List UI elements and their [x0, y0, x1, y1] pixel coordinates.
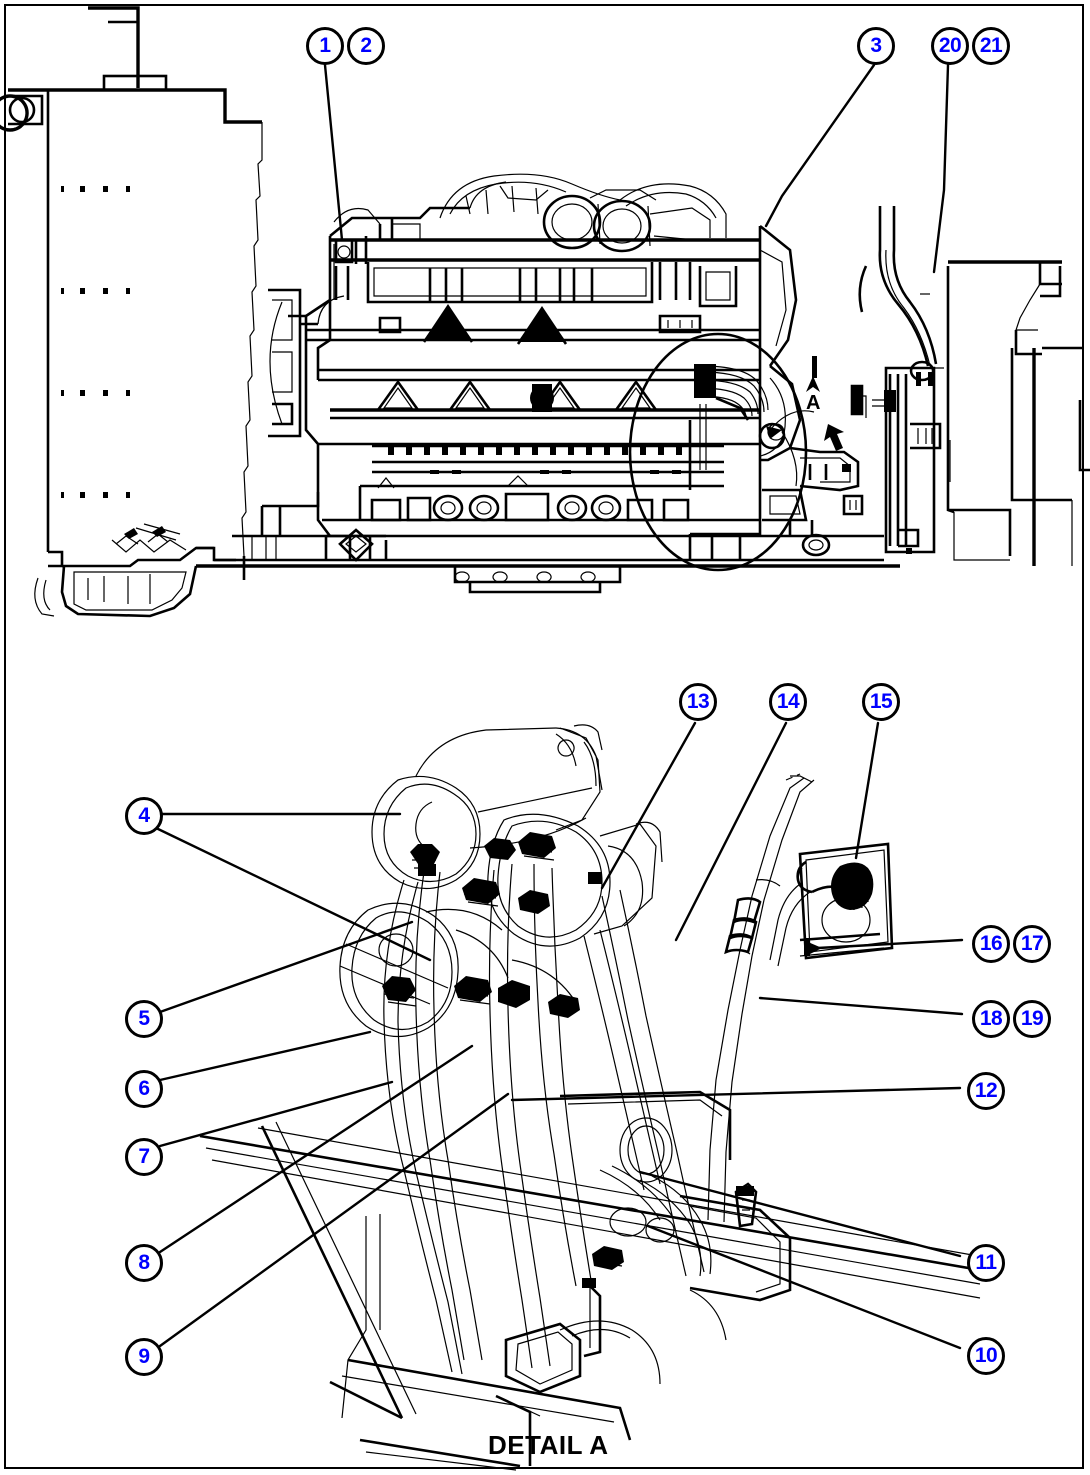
battery-cable-harness	[383, 863, 712, 1375]
callout-12[interactable]: 12	[967, 1072, 1005, 1110]
engine-block	[268, 173, 864, 537]
callout-8[interactable]: 8	[125, 1244, 163, 1282]
leader-lines-main	[323, 63, 950, 274]
leader-lines-detail	[154, 721, 964, 1350]
callout-3[interactable]: 3	[857, 27, 895, 65]
callout-18[interactable]: 18	[972, 1000, 1010, 1038]
callout-16[interactable]: 16	[972, 925, 1010, 963]
callout-9[interactable]: 9	[125, 1338, 163, 1376]
callout-11[interactable]: 11	[967, 1244, 1005, 1282]
callout-4[interactable]: 4	[125, 797, 163, 835]
callout-5[interactable]: 5	[125, 1000, 163, 1038]
detail-a-section-circle	[628, 332, 808, 572]
alternator-assembly	[339, 902, 580, 1038]
detail-engine-structure	[504, 1090, 792, 1394]
detail-a-caption: DETAIL A	[488, 1430, 609, 1460]
right-enclosure-panel	[854, 206, 1090, 566]
starter-motor	[371, 724, 663, 947]
callout-2[interactable]: 2	[347, 27, 385, 65]
callout-15[interactable]: 15	[862, 683, 900, 721]
callout-17[interactable]: 17	[1013, 925, 1051, 963]
callout-19[interactable]: 19	[1013, 1000, 1051, 1038]
callout-21[interactable]: 21	[972, 27, 1010, 65]
callout-20[interactable]: 20	[931, 27, 969, 65]
engine-base-frame	[196, 492, 900, 594]
callout-7[interactable]: 7	[125, 1138, 163, 1176]
ground-terminal-plate	[707, 773, 894, 1223]
callout-1[interactable]: 1	[306, 27, 344, 65]
section-arrow-markers	[766, 356, 864, 487]
detail-frame-rails	[199, 1121, 981, 1471]
callout-6[interactable]: 6	[125, 1070, 163, 1108]
callout-13[interactable]: 13	[679, 683, 717, 721]
callout-10[interactable]: 10	[967, 1337, 1005, 1375]
callout-14[interactable]: 14	[769, 683, 807, 721]
radiator-assembly	[0, 6, 263, 618]
section-letter-a: A	[806, 392, 821, 414]
